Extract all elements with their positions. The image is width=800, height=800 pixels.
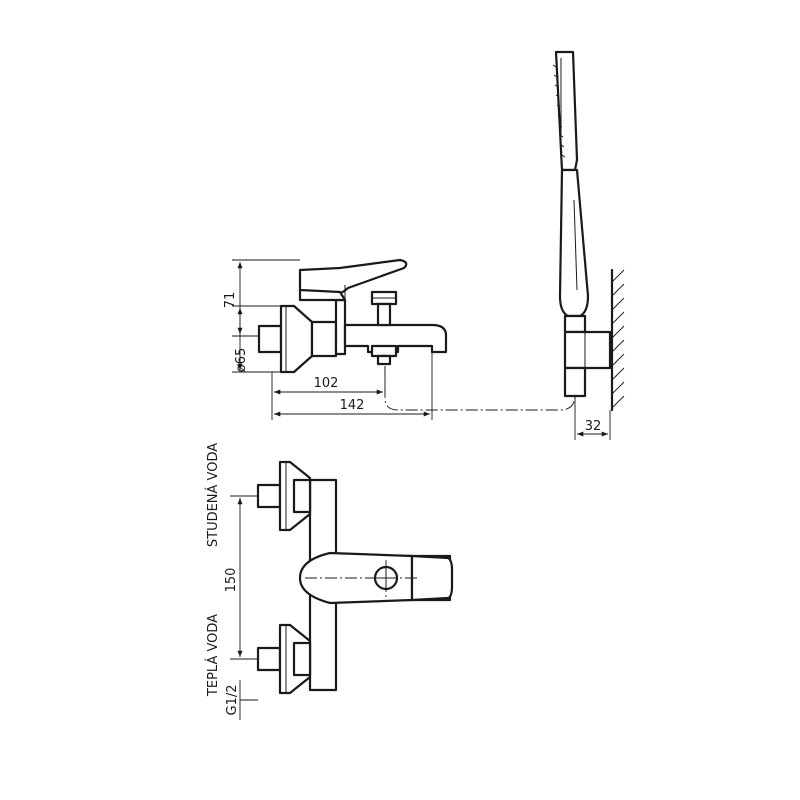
cold-water-connector <box>256 460 312 532</box>
dimension-g12: G1/2 <box>225 680 258 720</box>
side-view: 71 ø65 102 142 <box>223 258 576 420</box>
dimension-150: 150 <box>224 495 258 660</box>
hand-shower-assembly: 32 <box>552 50 625 440</box>
dimension-150-label: 150 <box>224 568 239 593</box>
dimension-71-label: 71 <box>223 292 238 309</box>
dimension-32-label: 32 <box>585 419 602 434</box>
hot-water-connector <box>256 623 312 695</box>
dimension-142: 142 <box>274 352 433 420</box>
hand-shower-handle <box>558 168 590 318</box>
dimension-g12-label: G1/2 <box>225 685 240 716</box>
front-view: 150 G1/2 STUDENÁ VODA TEPLÁ VODA <box>205 443 454 720</box>
cold-water-label: STUDENÁ VODA <box>205 443 221 547</box>
side-view-wall-connector <box>257 304 314 374</box>
dimension-32: 32 <box>574 396 611 440</box>
dimension-142-label: 142 <box>340 398 365 413</box>
dimension-diameter-65: ø65 <box>232 305 281 373</box>
dimension-102: 102 <box>271 366 386 420</box>
side-view-lever <box>298 258 408 302</box>
dimension-102-label: 102 <box>314 376 339 391</box>
shower-nozzles <box>552 64 566 158</box>
hand-shower-head <box>554 50 579 172</box>
wall-bracket-base <box>563 330 612 370</box>
hose-centerline <box>384 366 576 411</box>
dimension-diameter-65-label: ø65 <box>234 348 249 373</box>
side-view-body <box>310 290 448 366</box>
hot-water-label: TEPLÁ VODA <box>205 614 221 697</box>
wall-bracket <box>563 314 587 334</box>
wall-hatching <box>610 268 625 412</box>
